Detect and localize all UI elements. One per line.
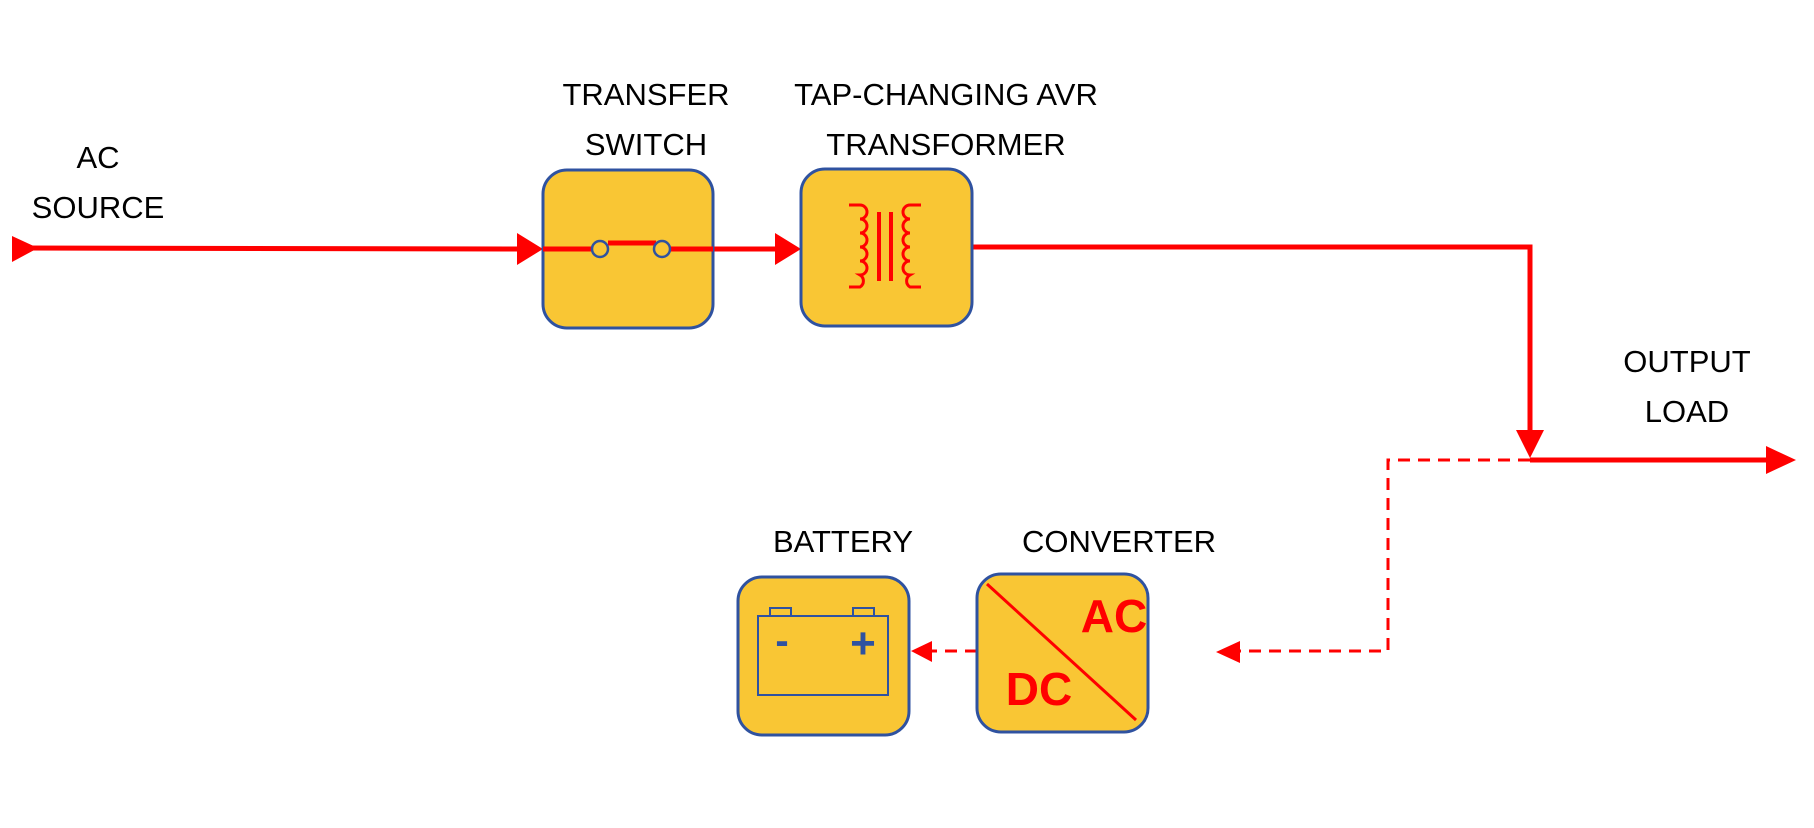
transformer-block	[799, 167, 974, 328]
arrow-into-battery-icon	[911, 641, 932, 662]
transfer-switch-label-2: SWITCH	[585, 127, 707, 162]
arrow-into-transformer-icon	[775, 233, 801, 265]
source-arrow-icon	[12, 236, 38, 262]
transformer-label-1: TAP-CHANGING AVR	[794, 77, 1098, 112]
converter-label: CONVERTER	[1022, 524, 1216, 559]
battery-block: - +	[736, 575, 911, 737]
transformer-icon	[849, 203, 921, 289]
battery-icon	[757, 607, 889, 696]
ac-source-label-2: SOURCE	[32, 190, 165, 225]
output-load-label-2: LOAD	[1645, 394, 1729, 429]
battery-plus: +	[850, 619, 876, 668]
transformer-label-2: TRANSFORMER	[826, 127, 1065, 162]
arrow-into-converter-icon	[1216, 641, 1240, 663]
battery-label: BATTERY	[773, 524, 913, 559]
transfer-switch-block	[541, 168, 715, 330]
main-power-line	[19, 244, 1772, 463]
switch-icon	[543, 240, 713, 252]
output-load-arrow-icon	[1766, 446, 1796, 474]
converter-block: AC DC	[975, 572, 1150, 734]
converter-ac-text: AC	[1081, 590, 1147, 642]
converter-dc-text: DC	[1006, 663, 1072, 715]
battery-minus: -	[775, 619, 788, 663]
arrow-into-switch-icon	[517, 233, 543, 265]
ac-source-label-1: AC	[76, 140, 119, 175]
output-load-label-1: OUTPUT	[1623, 344, 1751, 379]
arrow-down-to-load-icon	[1516, 430, 1544, 458]
ac-dc-converter-icon	[985, 582, 1138, 722]
transfer-switch-label-1: TRANSFER	[562, 77, 729, 112]
charging-line	[930, 458, 1530, 653]
